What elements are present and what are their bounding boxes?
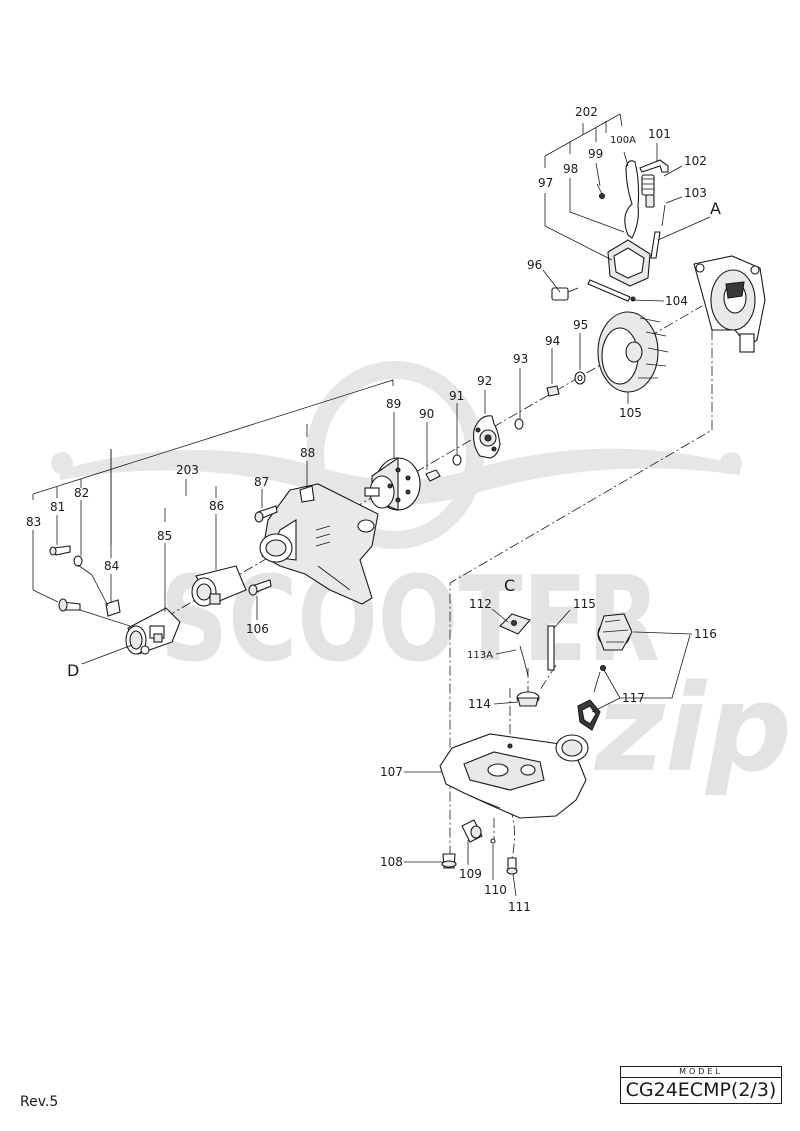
callout-113a: 113A bbox=[467, 650, 493, 661]
clutch-part bbox=[425, 415, 501, 482]
callout-86: 86 bbox=[209, 499, 224, 513]
callout-203: 203 bbox=[176, 463, 199, 477]
callout-81: 81 bbox=[50, 500, 65, 514]
callout-89: 89 bbox=[386, 397, 401, 411]
tank-fasteners bbox=[441, 819, 518, 875]
revision-label: Rev.5 bbox=[20, 1094, 59, 1110]
clutch-housing-part bbox=[259, 483, 379, 605]
callout-87: 87 bbox=[254, 475, 269, 489]
screw-87 bbox=[254, 505, 278, 523]
callout-116: 116 bbox=[694, 627, 717, 641]
callout-92: 92 bbox=[477, 374, 492, 388]
clutch-drum-part bbox=[364, 456, 421, 511]
callout-94: 94 bbox=[545, 334, 560, 348]
callout-202: 202 bbox=[575, 105, 598, 119]
ref-letter-c: C bbox=[504, 576, 515, 595]
model-code: CG24ECMP(2/3) bbox=[625, 1079, 777, 1101]
scooter-zip-watermark: SCOOTER zip bbox=[51, 361, 792, 799]
callout-111: 111 bbox=[508, 900, 531, 914]
ignition-coil-group bbox=[551, 159, 669, 302]
screw-106 bbox=[248, 579, 272, 596]
callout-102: 102 bbox=[684, 154, 707, 168]
callout-105: 105 bbox=[619, 406, 642, 420]
bolts-81-83 bbox=[49, 545, 121, 617]
callout-95: 95 bbox=[573, 318, 588, 332]
callout-90: 90 bbox=[419, 407, 434, 421]
shaft-clamp-86 bbox=[191, 565, 247, 607]
washers-nut bbox=[514, 371, 586, 430]
fuel-tank-part bbox=[439, 733, 589, 819]
callout-109: 109 bbox=[459, 867, 482, 881]
callout-91: 91 bbox=[449, 389, 464, 403]
callout-112: 112 bbox=[469, 597, 492, 611]
model-title-block: MODEL CG24ECMP(2/3) bbox=[620, 1066, 782, 1104]
callout-103: 103 bbox=[684, 186, 707, 200]
callout-97: 97 bbox=[538, 176, 553, 190]
callout-110: 110 bbox=[484, 883, 507, 897]
callout-96: 96 bbox=[527, 258, 542, 272]
shaft-clamp-85 bbox=[125, 607, 181, 655]
callout-107: 107 bbox=[380, 765, 403, 779]
watermark-suffix: zip bbox=[593, 660, 792, 799]
watermark-brand: SCOOTER bbox=[160, 550, 660, 688]
callout-93: 93 bbox=[513, 352, 528, 366]
callout-83: 83 bbox=[26, 515, 41, 529]
flywheel-part bbox=[597, 311, 669, 393]
callout-104: 104 bbox=[665, 294, 688, 308]
callout-99: 99 bbox=[588, 147, 603, 161]
model-label: MODEL bbox=[621, 1067, 781, 1078]
callout-98: 98 bbox=[563, 162, 578, 176]
callout-labels: 202 101 100A 99 102 98 97 103 A 96 104 9… bbox=[26, 105, 721, 914]
callout-82: 82 bbox=[74, 486, 89, 500]
callout-84: 84 bbox=[104, 559, 119, 573]
fuel-pickup-parts bbox=[499, 613, 555, 707]
callout-114: 114 bbox=[468, 697, 491, 711]
callout-108: 108 bbox=[380, 855, 403, 869]
callout-115: 115 bbox=[573, 597, 596, 611]
leader-lines bbox=[32, 143, 711, 897]
crankcase-part bbox=[693, 255, 766, 353]
ref-letter-d: D bbox=[67, 661, 79, 680]
group-203-bracket bbox=[32, 379, 394, 558]
callout-101: 101 bbox=[648, 127, 671, 141]
group-202-bracket bbox=[544, 113, 623, 168]
ref-letter-a: A bbox=[710, 199, 721, 218]
fuel-cap-part bbox=[577, 613, 633, 731]
callout-85: 85 bbox=[157, 529, 172, 543]
callout-88: 88 bbox=[300, 446, 315, 460]
callout-100a: 100A bbox=[610, 135, 636, 146]
callout-106: 106 bbox=[246, 622, 269, 636]
callout-117: 117 bbox=[622, 691, 645, 705]
